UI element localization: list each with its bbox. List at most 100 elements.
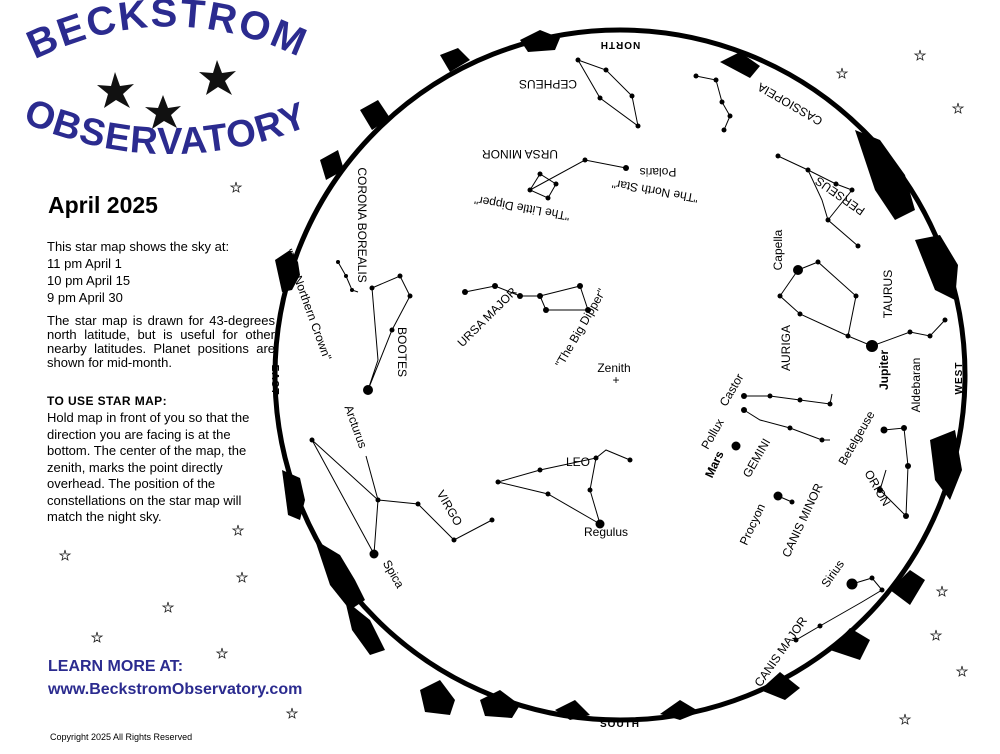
- star-dot: [815, 259, 821, 265]
- constellation-label-bootes: BOOTES: [395, 327, 409, 377]
- star-dot: [853, 293, 859, 299]
- star-dot: [350, 288, 354, 292]
- leo-head: [595, 449, 631, 461]
- ursa-major-lines: [464, 285, 589, 311]
- star-dot: [397, 273, 403, 279]
- star-dot: [869, 575, 875, 581]
- constellation-label-corona-borealis: CORONA BOREALIS: [355, 167, 369, 282]
- orion-lines: [879, 427, 909, 518]
- star-dot: [593, 455, 599, 461]
- star-capella: [793, 265, 803, 275]
- star-dot: [451, 537, 457, 543]
- direction-north: NORTH: [600, 39, 641, 50]
- planet-label-jupiter: Jupiter: [877, 350, 891, 390]
- star-dot: [775, 153, 781, 159]
- star-dots: [309, 57, 948, 643]
- zenith-label: Zenith: [597, 361, 630, 375]
- star-dot: [825, 217, 831, 223]
- star-dot: [827, 401, 833, 407]
- star-dot: [543, 307, 549, 313]
- constellation-label-leo: LEO: [566, 455, 590, 469]
- star-dot: [375, 497, 381, 503]
- star-dot: [623, 165, 629, 171]
- map-description: The star map is drawn for 43-degrees nor…: [47, 313, 275, 370]
- how-to-heading: TO USE STAR MAP:: [47, 394, 167, 408]
- star-icon: [97, 72, 134, 108]
- constellation-label-taurus: TAURUS: [881, 270, 895, 318]
- star-icon: [58, 549, 72, 561]
- star-dot: [797, 311, 803, 317]
- star-dot: [336, 260, 340, 264]
- star-icon: [913, 49, 927, 61]
- star-dot: [879, 587, 885, 593]
- horizon-trees: [275, 30, 962, 720]
- star-dot: [845, 333, 851, 339]
- star-dot: [797, 397, 803, 403]
- star-dot: [927, 333, 933, 339]
- viewing-time: 10 pm April 15: [47, 273, 131, 288]
- star-dot: [719, 99, 725, 105]
- star-procyon: [773, 491, 783, 501]
- viewing-time: 11 pm April 1: [47, 256, 122, 271]
- sky-horizon-circle: [272, 27, 968, 723]
- star-dot: [787, 425, 793, 431]
- constellation-label-auriga: AURIGA: [779, 325, 793, 371]
- star-dot: [309, 437, 315, 443]
- star-dot: [942, 317, 948, 323]
- star-dot: [721, 127, 727, 133]
- star-betelgeuse: [880, 426, 888, 434]
- star-dot: [767, 393, 773, 399]
- star-dot: [575, 57, 581, 63]
- star-dot: [727, 113, 733, 119]
- star-dot: [415, 501, 421, 507]
- star-dot: [537, 293, 543, 299]
- star-label-regulus: Regulus: [584, 525, 628, 539]
- constellation-label-ursa-minor: URSA MINOR: [482, 147, 558, 161]
- viewing-time: 9 pm April 30: [47, 290, 123, 305]
- star-dot: [489, 517, 495, 523]
- star-icon: [935, 585, 949, 597]
- star-icon: [161, 601, 175, 613]
- star-dot: [537, 467, 543, 473]
- how-to-text: Hold map in front of you so that the dir…: [47, 410, 250, 524]
- star-dot: [577, 283, 583, 289]
- star-icon: [951, 102, 965, 114]
- star-icon: [199, 60, 236, 95]
- star-icon: [285, 707, 299, 719]
- copyright-notice: Copyright 2025 All Rights Reserved: [50, 732, 193, 742]
- star-regulus: [595, 519, 605, 529]
- star-dot: [545, 491, 551, 497]
- star-dot: [905, 463, 911, 469]
- canis-major-lines: [795, 577, 883, 641]
- website-link[interactable]: www.BeckstromObservatory.com: [48, 681, 303, 698]
- star-dot: [587, 487, 593, 493]
- star-icon: [229, 181, 243, 193]
- constellation-label-cepheus: CEPHEUS: [519, 77, 577, 91]
- star-dot: [817, 623, 823, 629]
- perseus-branch: [807, 169, 829, 221]
- star-dot: [693, 73, 699, 79]
- star-icon: [235, 571, 249, 583]
- star-pollux: [741, 407, 747, 413]
- star-dot: [849, 187, 855, 193]
- virgo-lines-2: [311, 439, 379, 555]
- star-label-polaris: Polaris: [640, 165, 677, 179]
- star-label-aldebaran: Aldebaran: [909, 358, 923, 413]
- star-dot: [462, 289, 468, 295]
- star-icon: [929, 629, 943, 641]
- star-icon: [835, 67, 849, 79]
- direction-south: SOUTH: [600, 719, 640, 730]
- star-label-capella: Capella: [771, 229, 785, 270]
- zenith-marker: +: [612, 373, 619, 387]
- star-icon: [145, 95, 181, 129]
- star-icon: [955, 665, 969, 677]
- star-castor: [741, 393, 747, 399]
- star-dot: [805, 167, 811, 173]
- star-dot: [389, 327, 395, 333]
- star-dot: [777, 293, 783, 299]
- star-dot: [907, 329, 913, 335]
- corona-borealis-lines: [337, 261, 359, 293]
- star-dot: [537, 171, 543, 177]
- star-dot: [713, 77, 719, 83]
